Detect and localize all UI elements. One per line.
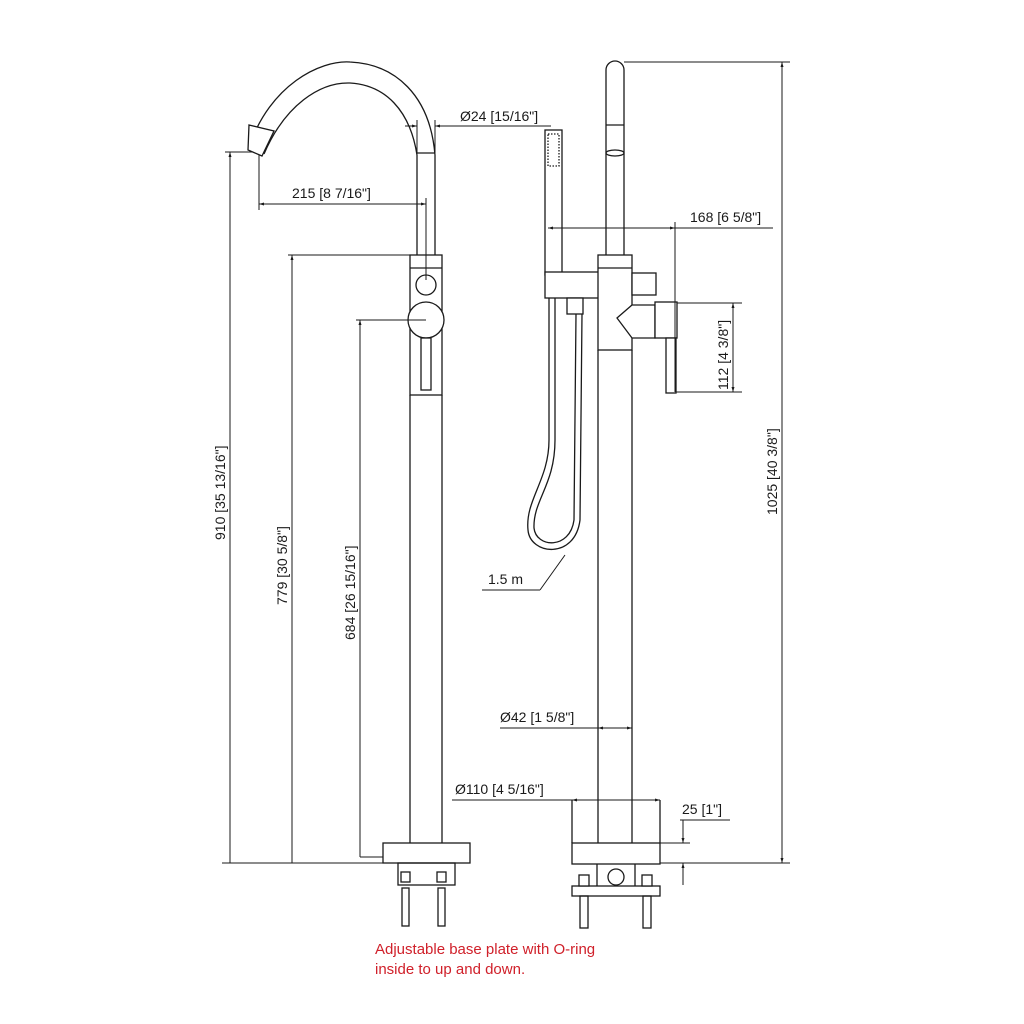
hand-shower (544, 129, 563, 276)
adjustable-base-note: Adjustable base plate with O-ring inside… (375, 940, 595, 980)
dim-base-diameter: Ø110 [4 5/16"] (455, 781, 544, 797)
o-ring-icon (607, 868, 625, 886)
dim-spout-height: 910 [35 13/16"] (212, 446, 228, 541)
dim-handle-length: 112 [4 3/8"] (715, 320, 731, 390)
base-plate (382, 842, 471, 864)
note-line-2: inside to up and down. (375, 961, 526, 978)
dim-pipe-diameter: Ø24 [15/16"] (460, 108, 538, 124)
spout-inner-arc (263, 82, 418, 156)
anchor-bolts (400, 871, 447, 927)
diverter-button (631, 272, 657, 296)
hose-connector (566, 297, 584, 315)
dim-handle-height: 684 [26 15/16"] (342, 546, 358, 641)
spout-tip (247, 124, 275, 157)
lever-handle (420, 337, 432, 391)
dim-handshower-reach: 168 [6 5/8"] (690, 209, 761, 225)
dim-total-height: 1025 [40 3/8"] (764, 428, 780, 515)
shower-holder (544, 271, 606, 299)
dim-body-height: 779 [30 5/8"] (274, 526, 290, 605)
dim-column-diameter: Ø42 [1 5/8"] (500, 709, 574, 725)
dim-spout-reach: 215 [8 7/16"] (292, 185, 371, 201)
shower-hose (527, 298, 583, 550)
dim-hose-length: 1.5 m (488, 571, 523, 587)
spout-outer-arc (248, 61, 436, 156)
lever-handle (665, 337, 677, 394)
anchor-bolts (578, 874, 653, 929)
side-view-faucet (527, 60, 678, 929)
dim-base-thickness: 25 [1"] (682, 801, 722, 817)
base-plate (571, 842, 661, 865)
valve-body (597, 254, 633, 351)
spout-riser (605, 60, 625, 255)
mixer-handle (616, 304, 656, 339)
dimension-lines (222, 61, 790, 885)
note-line-1: Adjustable base plate with O-ring (375, 941, 596, 958)
